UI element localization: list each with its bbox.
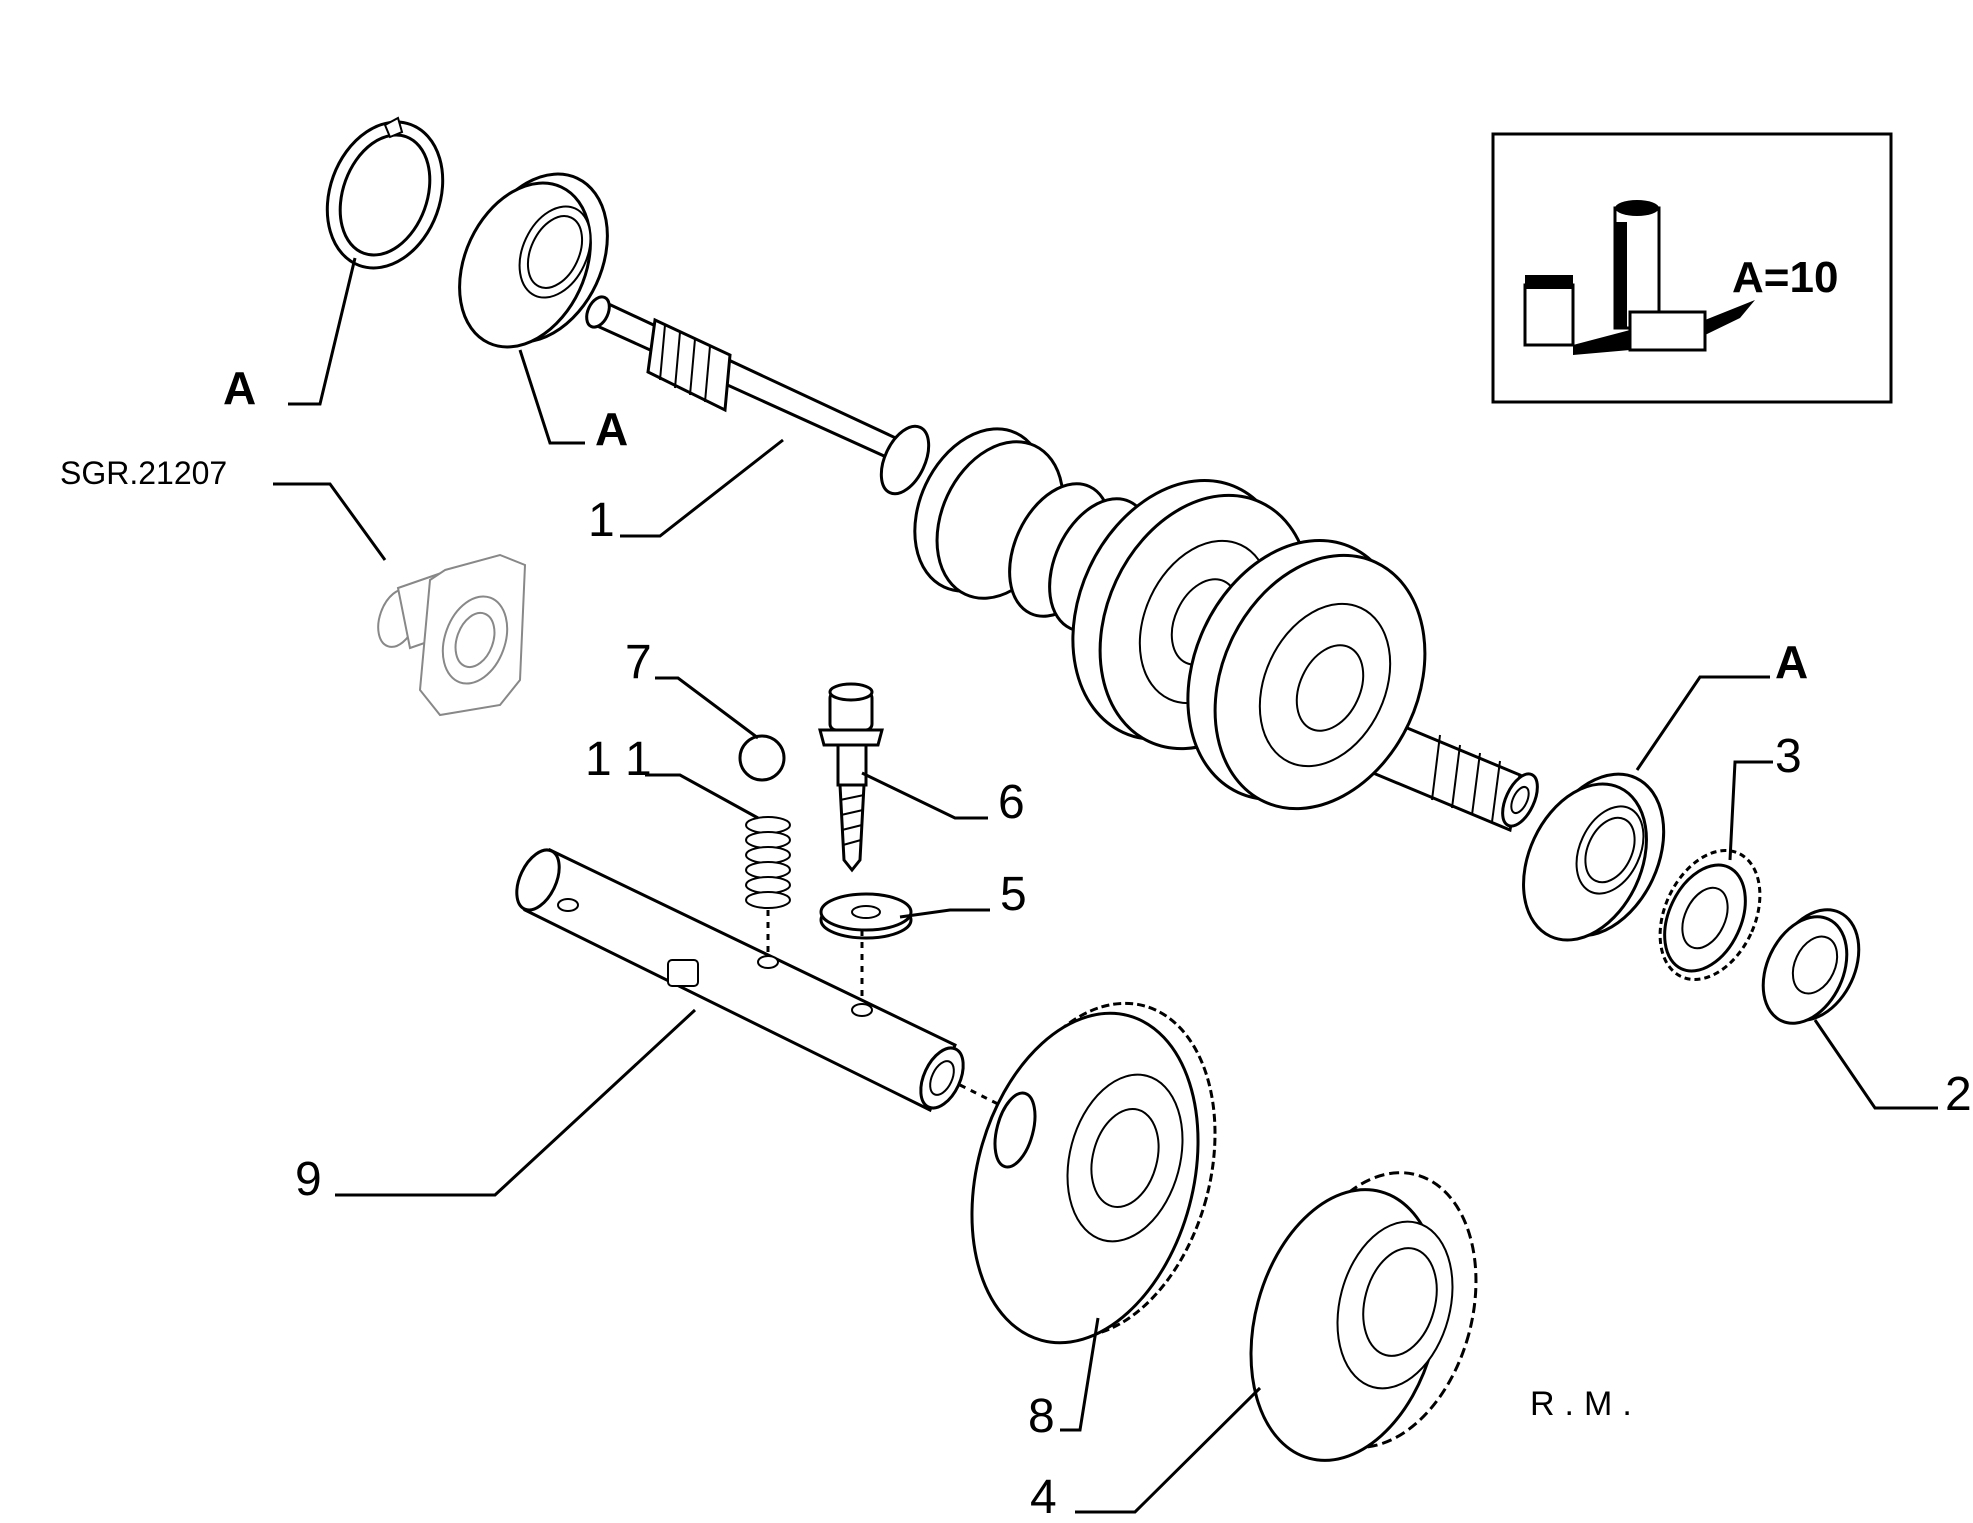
reference-code: SGR.21207 <box>60 455 227 491</box>
callout-9: 9 <box>295 1153 322 1206</box>
labels: A A SGR.21207 1 A 3 2 7 1 1 6 5 9 8 4 R.… <box>60 362 1972 1523</box>
legend-label: A=10 <box>1732 253 1838 302</box>
callout-4: 4 <box>1030 1471 1057 1523</box>
guide-shaft <box>515 847 1011 1113</box>
toothed-washer <box>1658 849 1762 981</box>
callout-a-snap-ring: A <box>223 362 256 414</box>
gear-cluster <box>913 427 1427 811</box>
callout-11: 1 1 <box>585 733 652 786</box>
bearing-right <box>1522 772 1666 942</box>
spring <box>745 816 791 909</box>
callout-a-bearing-left: A <box>595 403 628 455</box>
callout-6: 6 <box>998 776 1025 829</box>
ring-nut <box>1761 908 1861 1025</box>
detent-ball <box>738 734 786 782</box>
callout-8: 8 <box>1028 1390 1055 1443</box>
callout-3: 3 <box>1775 730 1802 783</box>
callout-7: 7 <box>625 636 652 689</box>
callout-1: 1 <box>588 494 615 547</box>
washer <box>819 892 913 940</box>
reference-part-ghost <box>377 553 527 717</box>
oil-product-icon <box>1523 200 1755 355</box>
legend-box: A=10 <box>1491 132 1893 404</box>
bearing-left <box>458 172 609 349</box>
callout-2: 2 <box>1945 1068 1972 1121</box>
bolt <box>818 682 884 873</box>
snap-ring <box>325 116 445 270</box>
gear-part-8 <box>970 1001 1217 1345</box>
callout-a-bearing-right: A <box>1775 636 1808 688</box>
gear-part-4 <box>1249 1171 1478 1462</box>
drawing-initials: R.M. <box>1530 1385 1642 1423</box>
leader-lines <box>273 257 1938 1514</box>
callout-5: 5 <box>1000 868 1027 921</box>
